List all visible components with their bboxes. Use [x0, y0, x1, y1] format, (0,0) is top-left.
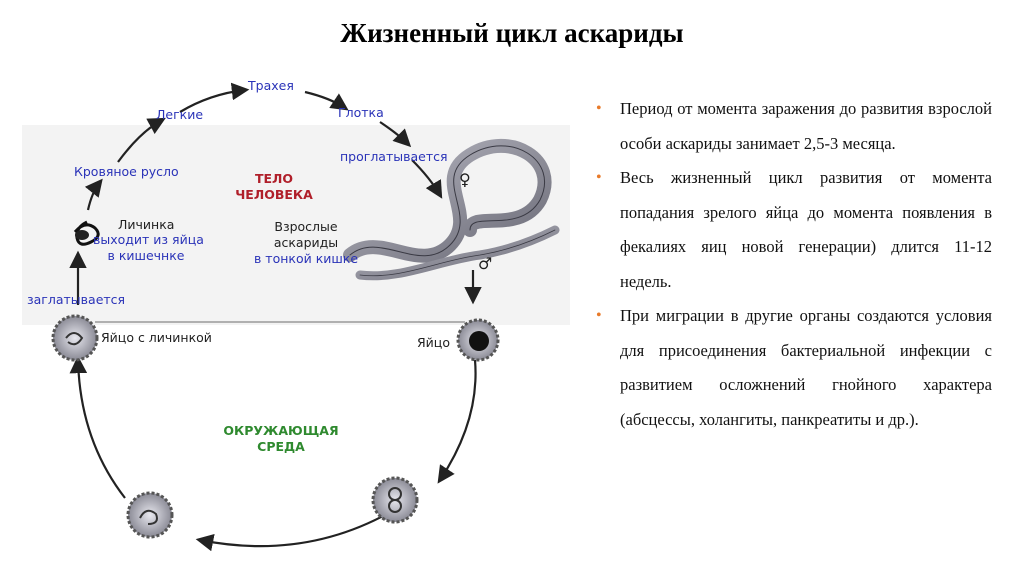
adult-worms-icon — [343, 138, 560, 281]
lifecycle-diagram: Трахея Легкие Глотка Кровяное русло прог… — [0, 60, 580, 576]
label-swallowed-top: проглатывается — [340, 149, 448, 164]
arrow-blood-lungs — [117, 117, 166, 163]
arrow-swallow-intestine — [411, 159, 443, 199]
region-body-label: ТЕЛО ЧЕЛОВЕКА — [232, 171, 316, 203]
larva-icon — [73, 220, 100, 246]
arrow-trachea-pharynx — [304, 90, 349, 111]
egg-icon — [456, 318, 500, 362]
label-larva: Личинка — [118, 217, 175, 232]
arrow-mature-egglarva — [69, 355, 126, 499]
region-env-line1: ОКРУЖАЮЩАЯ — [223, 423, 339, 438]
bullet-dot-icon: • — [596, 307, 602, 324]
region-env-line2: СРЕДА — [257, 439, 305, 454]
lifecycle-graphics — [22, 82, 570, 552]
label-blood-stream: Кровяное русло — [74, 164, 179, 179]
bullet-text: Весь жизненный цикл развития от момента … — [620, 168, 992, 291]
label-adults: Взрослые аскариды в тонкой кишке — [250, 219, 362, 267]
arrow-pharynx-swallow — [379, 121, 412, 148]
slide-title: Жизненный цикл аскариды — [340, 18, 684, 48]
arrow-larva-blood — [84, 178, 103, 211]
egg-with-larva-icon — [51, 314, 99, 362]
male-symbol: ♂ — [478, 254, 493, 273]
region-env-label: ОКРУЖАЮЩАЯ СРЕДА — [208, 423, 354, 455]
bullet-dot-icon: • — [596, 100, 602, 117]
label-egg-with-larva: Яйцо с личинкой — [101, 330, 212, 345]
label-adults-line1: Взрослые — [274, 219, 338, 234]
label-swallowed-left: заглатывается — [27, 292, 126, 307]
bullet-list: • Период от момента заражения до развития… — [592, 92, 992, 437]
mature-egg-icon — [126, 491, 174, 539]
label-hatch-line2: в кишечнке — [107, 248, 185, 263]
label-hatch-line1: выходит из яйца — [93, 232, 204, 247]
bullet-item: • Период от момента заражения до развития… — [592, 92, 992, 161]
label-adults-line3: в тонкой кишке — [253, 251, 359, 266]
bullet-text: Период от момента заражения до развития … — [620, 99, 992, 153]
female-symbol: ♀ — [459, 170, 471, 189]
region-body-line1: ТЕЛО — [254, 171, 294, 186]
arrow-lungs-trachea — [179, 82, 250, 113]
bullet-item: • При миграции в другие органы создаются … — [592, 299, 992, 437]
label-lungs: Легкие — [156, 107, 204, 122]
label-larva-hatch: выходит из яйца в кишечнке — [93, 232, 204, 264]
developing-egg-icon — [371, 476, 419, 524]
arrow-egg-develop — [437, 359, 477, 484]
bullet-dot-icon: • — [596, 169, 602, 186]
label-pharynx: Глотка — [338, 105, 384, 120]
bullet-text: При миграции в другие органы создаются у… — [620, 306, 992, 429]
region-body-line2: ЧЕЛОВЕКА — [235, 187, 313, 202]
bullet-item: • Весь жизненный цикл развития от момента… — [592, 161, 992, 299]
label-adults-line2: аскариды — [273, 235, 339, 250]
label-egg: Яйцо — [417, 335, 450, 350]
label-trachea: Трахея — [248, 78, 294, 93]
arrow-develop-mature — [195, 514, 386, 552]
